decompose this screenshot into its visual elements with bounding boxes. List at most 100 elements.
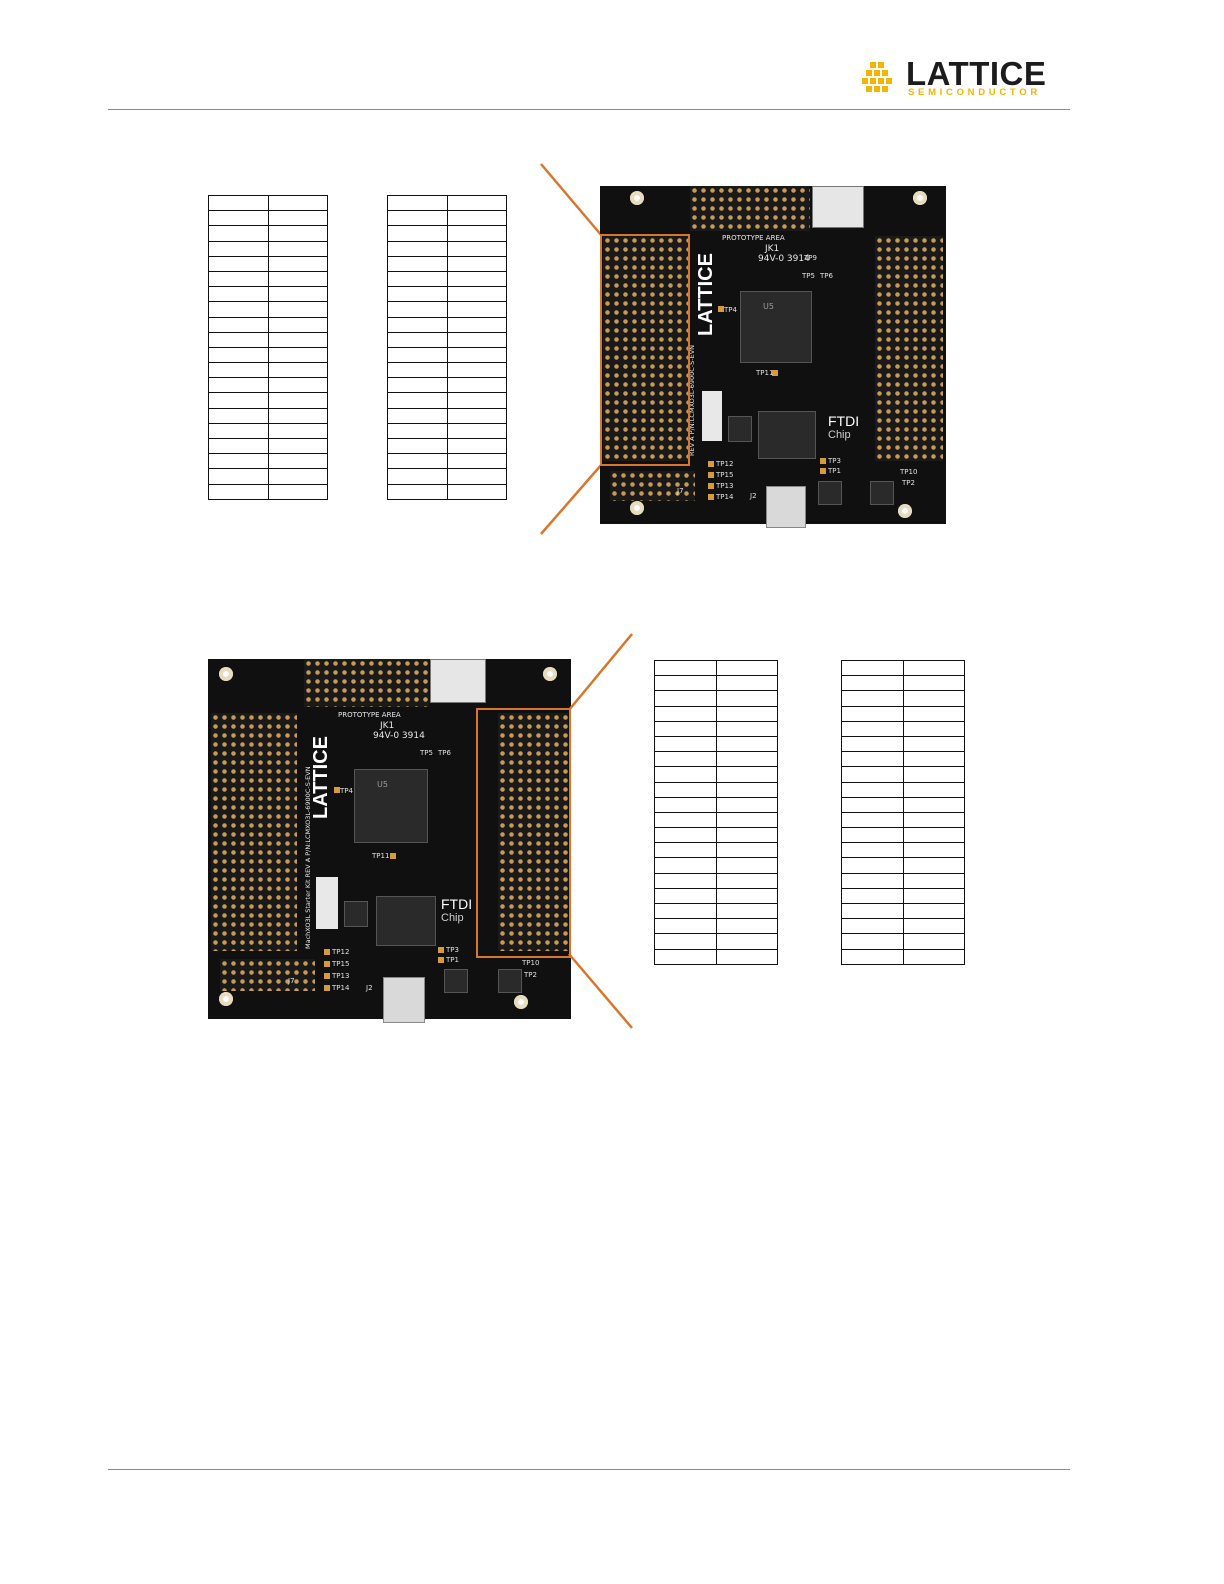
table-cell [715,659,778,677]
table-cell [841,933,904,950]
fpga-chip: U5 [354,769,428,843]
tp11-label: TP11 [372,852,390,860]
ftdi-chip [758,411,816,459]
table-cell [715,857,778,874]
tp1-label: TP1 [828,467,841,475]
tp2-label: TP2 [524,971,537,979]
table-cell [715,705,778,722]
table-row [841,933,965,950]
table-cell [446,316,507,333]
j2-label: J2 [366,984,373,992]
table-row [387,210,507,227]
table-cell [902,675,965,692]
table-row [654,887,778,905]
table-cell [208,316,269,333]
table-cell [902,857,965,874]
table-cell [654,720,717,737]
table-row [841,948,965,965]
table-row [208,301,328,318]
table-cell [267,194,328,212]
table-cell [841,872,904,889]
table-cell [387,377,448,394]
usb-connector [766,486,806,528]
header-rule [108,109,1070,110]
table-cell [715,766,778,783]
table-cell [841,918,904,935]
table-cell [715,720,778,737]
table-cell [267,392,328,409]
table-cell [267,346,328,364]
table-cell [387,255,448,272]
table-row [387,483,507,500]
table-cell [654,781,717,798]
table-cell [446,331,507,348]
table-row [208,437,328,455]
table-cell [902,933,965,950]
table-cell [267,483,328,500]
board-photo-bottom: PROTOTYPE AREA LATTICE U5 94V-0 3914 JK1… [208,659,571,1023]
table-cell [208,346,269,364]
white-label [316,877,338,929]
table-cell [208,286,269,303]
tp10-label: TP10 [900,468,918,476]
white-label [702,391,722,441]
tp13-label: TP13 [332,972,350,980]
table-cell [267,286,328,303]
table-cell [654,766,717,783]
table-cell [902,872,965,889]
table-cell [267,407,328,424]
table-row [654,720,778,737]
table-row [387,316,507,333]
table-cell [267,240,328,257]
table-cell [387,316,448,333]
table-cell [841,842,904,859]
table-row [208,407,328,424]
table-row [208,331,328,348]
table-row [654,811,778,829]
jk1-label: JK1 [380,721,395,731]
table-row [841,705,965,722]
table-cell [902,690,965,707]
table-cell [446,301,507,318]
table-row [654,659,778,677]
table-row [387,225,507,242]
table-cell [715,842,778,859]
table-row [654,796,778,813]
table-row [841,842,965,859]
tp11-label: TP11 [756,369,774,377]
table-cell [387,240,448,257]
table-row [654,918,778,935]
table-cell [841,887,904,905]
tp12-label: TP12 [332,948,350,956]
prototype-area-label: PROTOTYPE AREA [338,711,401,719]
table-cell [715,811,778,829]
tp1-label: TP1 [446,956,459,964]
table-cell [208,407,269,424]
table-cell [654,842,717,859]
table-row [841,766,965,783]
tp5-label: TP5 [420,749,433,757]
tp14-label: TP14 [716,493,734,501]
table-cell [841,751,904,768]
table-row [654,902,778,920]
table-cell [902,842,965,859]
table-row [654,857,778,874]
left-pin-headers [603,236,688,461]
table-cell [841,705,904,722]
pin-table-right-1 [654,659,778,965]
table-cell [387,468,448,485]
table-cell [208,362,269,379]
table-cell [267,453,328,470]
callout-lines-bottom [568,633,633,1029]
table-cell [715,933,778,950]
table-cell [841,675,904,692]
table-cell [387,392,448,409]
tp15-label: TP15 [716,471,734,479]
table-cell [446,392,507,409]
board-lattice-logo: LATTICE [310,736,332,819]
table-cell [446,210,507,227]
table-cell [841,796,904,813]
table-cell [654,675,717,692]
table-row [841,872,965,889]
table-row [841,902,965,920]
